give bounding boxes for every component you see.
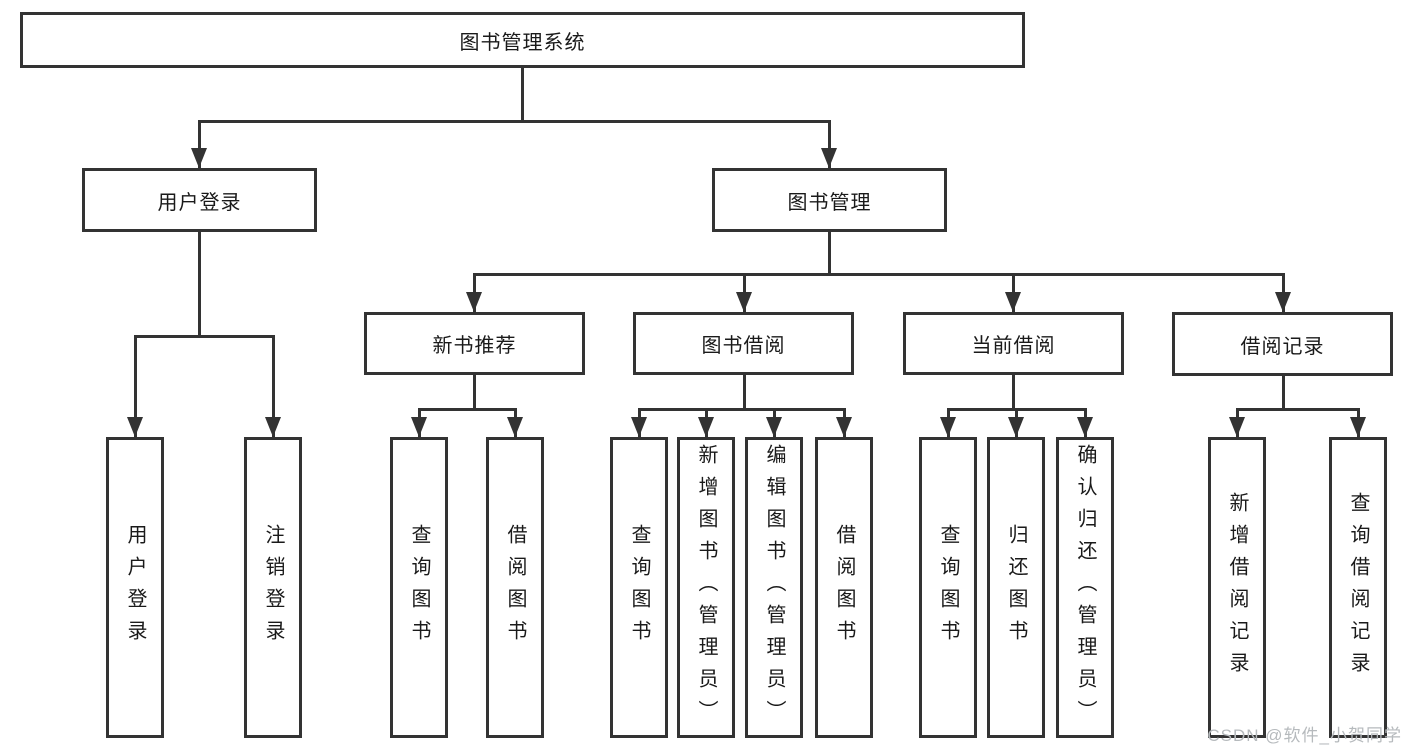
- connector-book-management-stem: [828, 230, 831, 275]
- connector-stub-user-login: [134, 335, 137, 437]
- arrowhead-records-query: [1350, 417, 1366, 437]
- node-user-login: 用户登录: [106, 437, 164, 738]
- node-recommend-borrow-books: 借阅图书: [486, 437, 544, 738]
- arrowhead-book-management: [821, 148, 837, 168]
- arrowhead-borrowing-add: [698, 417, 714, 437]
- connector-new-book-stem: [473, 373, 476, 410]
- node-label: 归还图书: [1005, 523, 1027, 652]
- arrowhead-book-borrowing: [736, 292, 752, 312]
- arrowhead-current-borrowing: [1005, 292, 1021, 312]
- node-new-book-recommend: 新书推荐: [364, 312, 585, 375]
- node-label: 查询借阅记录: [1347, 491, 1369, 684]
- arrowhead-current-return: [1008, 417, 1024, 437]
- arrowhead-recommend-query: [411, 417, 427, 437]
- node-borrowing-edit-books: 编辑图书（管理员）: [745, 437, 803, 738]
- connector-stub-user-login-group: [198, 120, 201, 168]
- node-logout: 注销登录: [244, 437, 302, 738]
- arrowhead-user-login-group: [191, 148, 207, 168]
- node-current-confirm-return: 确认归还（管理员）: [1056, 437, 1114, 738]
- node-records-query-record: 查询借阅记录: [1329, 437, 1387, 738]
- connector-book-borrowing-branch: [638, 408, 846, 411]
- arrowhead-borrowing-query: [631, 417, 647, 437]
- node-current-query-books: 查询图书: [919, 437, 977, 738]
- node-records-add-record: 新增借阅记录: [1208, 437, 1266, 738]
- node-label: 借阅图书: [504, 523, 526, 652]
- connector-user-login-group-stem: [198, 230, 201, 337]
- node-label: 查询图书: [937, 523, 959, 652]
- node-borrowing-add-books: 新增图书（管理员）: [677, 437, 735, 738]
- arrowhead-new-book-recommend: [466, 292, 482, 312]
- arrowhead-user-login: [127, 417, 143, 437]
- arrowhead-current-confirm: [1077, 417, 1093, 437]
- node-label: 查询图书: [408, 523, 430, 652]
- node-borrowing-query-books: 查询图书: [610, 437, 668, 738]
- arrowhead-borrowing-records: [1275, 292, 1291, 312]
- connector-root-stem: [521, 66, 524, 122]
- arrowhead-recommend-borrow: [507, 417, 523, 437]
- connector-level2-branch: [473, 273, 1285, 276]
- arrowhead-current-query: [940, 417, 956, 437]
- node-label: 确认归还（管理员）: [1074, 443, 1096, 732]
- node-label: 新增借阅记录: [1226, 491, 1248, 684]
- connector-stub-logout: [272, 335, 275, 437]
- connector-current-stem: [1012, 373, 1015, 410]
- arrowhead-borrowing-borrow: [836, 417, 852, 437]
- node-label: 借阅图书: [833, 523, 855, 652]
- node-current-borrowing: 当前借阅: [903, 312, 1124, 375]
- connector-stub-book-management: [828, 120, 831, 168]
- node-label: 新增图书（管理员）: [695, 443, 717, 732]
- connector-book-borrowing-stem: [743, 373, 746, 410]
- node-label: 查询图书: [628, 523, 650, 652]
- node-book-management: 图书管理: [712, 168, 947, 232]
- node-user-login-group: 用户登录: [82, 168, 317, 232]
- connector-new-book-branch: [418, 408, 517, 411]
- connector-records-branch: [1236, 408, 1360, 411]
- node-recommend-query-books: 查询图书: [390, 437, 448, 738]
- connector-login-branch: [134, 335, 275, 338]
- node-label: 注销登录: [262, 523, 284, 652]
- arrowhead-records-add: [1229, 417, 1245, 437]
- node-label: 用户登录: [124, 523, 146, 652]
- node-current-return-books: 归还图书: [987, 437, 1045, 738]
- node-root: 图书管理系统: [20, 12, 1025, 68]
- node-borrowing-borrow-books: 借阅图书: [815, 437, 873, 738]
- connector-level1-branch: [198, 120, 831, 123]
- node-label: 编辑图书（管理员）: [763, 443, 785, 732]
- arrowhead-logout: [265, 417, 281, 437]
- arrowhead-borrowing-edit: [766, 417, 782, 437]
- connector-records-stem: [1282, 374, 1285, 410]
- node-borrowing-records: 借阅记录: [1172, 312, 1393, 376]
- watermark-text: CSDN @软件_小贺同学: [1207, 726, 1402, 745]
- node-book-borrowing: 图书借阅: [633, 312, 854, 375]
